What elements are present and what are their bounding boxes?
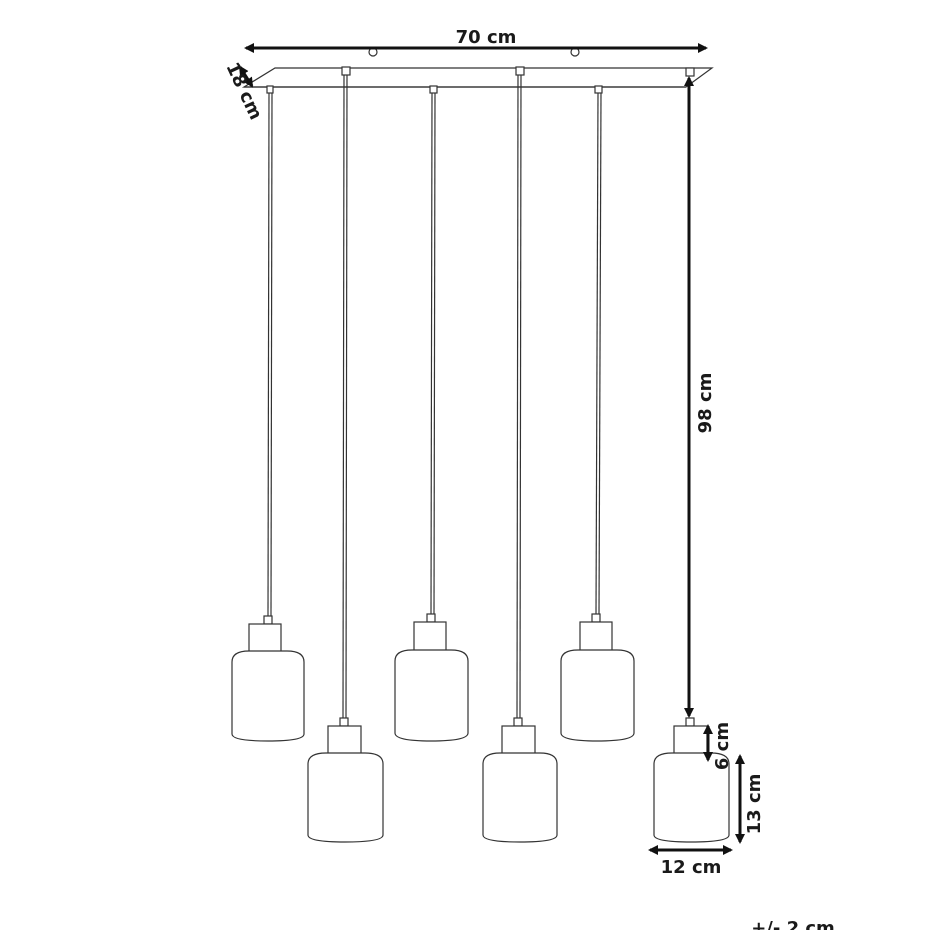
dimension-height: 98 cm	[684, 76, 716, 718]
pendant-2	[307, 66, 384, 843]
socket-height-label: 6 cm	[712, 722, 733, 770]
dimension-shade-diameter: 12 cm	[648, 845, 733, 878]
pendant-3	[394, 85, 469, 742]
shade-height-label: 13 cm	[744, 774, 765, 835]
shade-diameter-label: 12 cm	[661, 857, 722, 878]
pendant-5	[560, 85, 635, 742]
width-label: 70 cm	[456, 27, 517, 48]
ceiling-canopy	[241, 47, 714, 88]
pendant-6	[653, 67, 730, 843]
dimension-width: 70 cm	[244, 27, 708, 53]
depth-label: 18 cm	[221, 59, 266, 123]
dimension-depth: 18 cm	[221, 59, 266, 123]
height-label: 98 cm	[695, 373, 716, 434]
pendant-4	[482, 66, 558, 843]
dimension-socket-height: 6 cm	[703, 722, 733, 770]
tolerance-note: +/- 2 cm	[751, 918, 835, 930]
dimension-shade-height: 13 cm	[735, 754, 765, 844]
pendant-1	[231, 85, 305, 742]
